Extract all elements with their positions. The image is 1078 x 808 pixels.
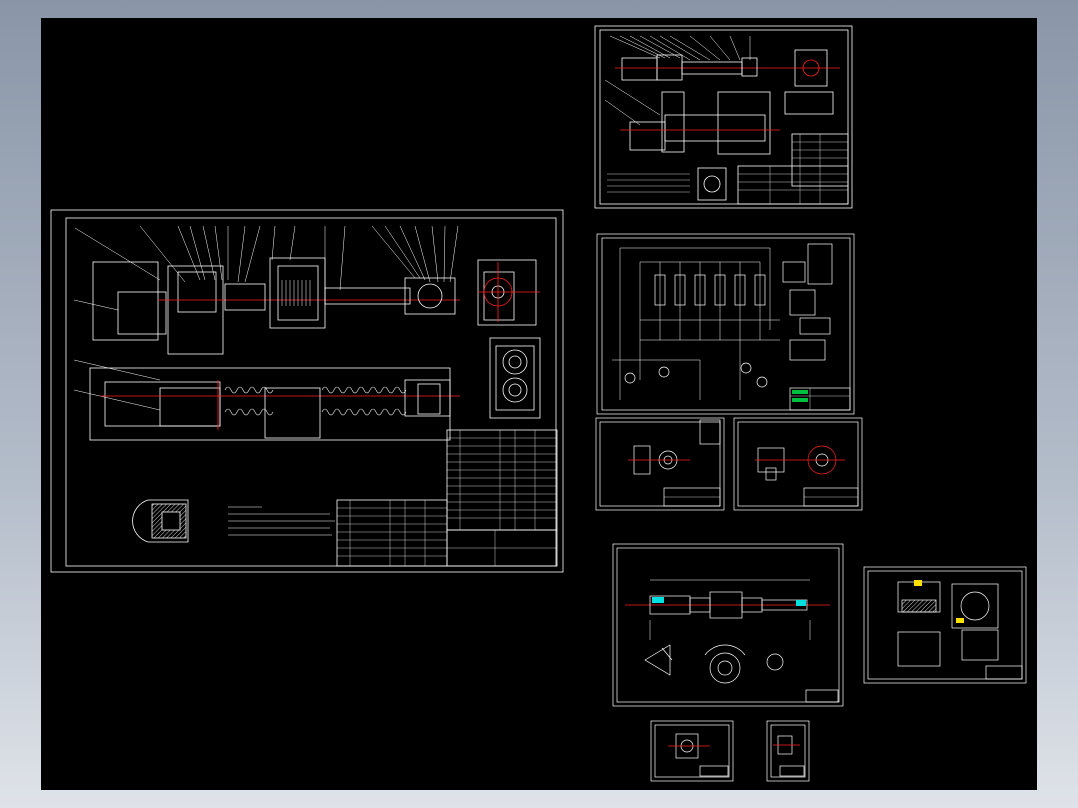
sheet-top-right[interactable] [594,25,853,209]
cad-viewport[interactable] [41,18,1037,790]
sheet-shaft[interactable] [612,543,844,707]
sheet-part-a[interactable] [595,417,725,511]
sheet-main-assembly[interactable] [50,209,564,573]
drawing-canvas [50,25,1027,782]
sheet-schematic[interactable] [596,233,855,415]
sheet-small-1[interactable] [650,720,734,782]
sheet-block[interactable] [863,566,1027,684]
sheet-small-2[interactable] [766,720,810,782]
sheet-part-b[interactable] [733,417,863,511]
